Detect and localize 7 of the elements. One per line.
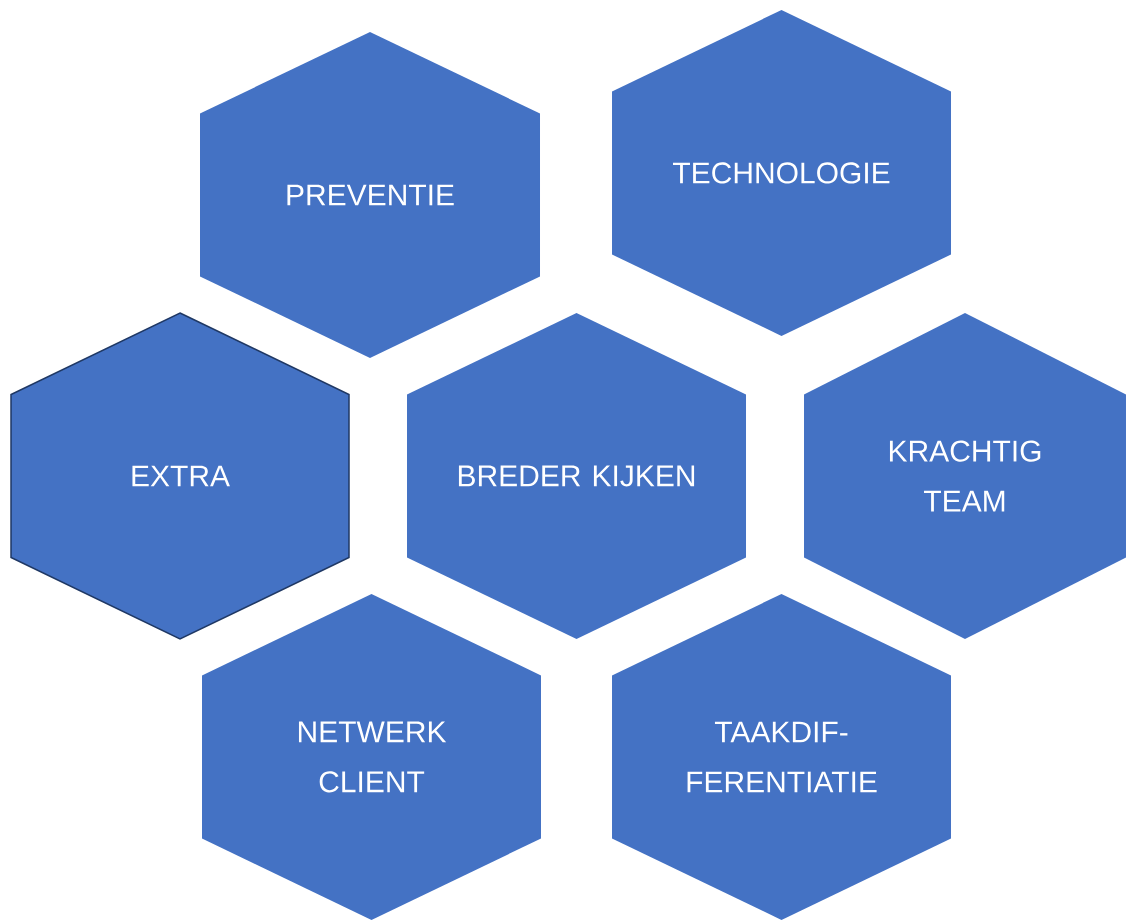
hexagon: KRACHTIG TEAM — [804, 313, 1126, 639]
hexagon: EXTRA — [10, 312, 350, 640]
hexagon: NETWERK CLIENT — [202, 594, 541, 920]
hexagon: BREDER KIJKEN — [407, 313, 746, 639]
hexagon: TECHNOLOGIE — [612, 10, 951, 336]
hexagon: TAAKDIF- FERENTIATIE — [612, 594, 951, 920]
hexagon: PREVENTIE — [200, 32, 540, 358]
